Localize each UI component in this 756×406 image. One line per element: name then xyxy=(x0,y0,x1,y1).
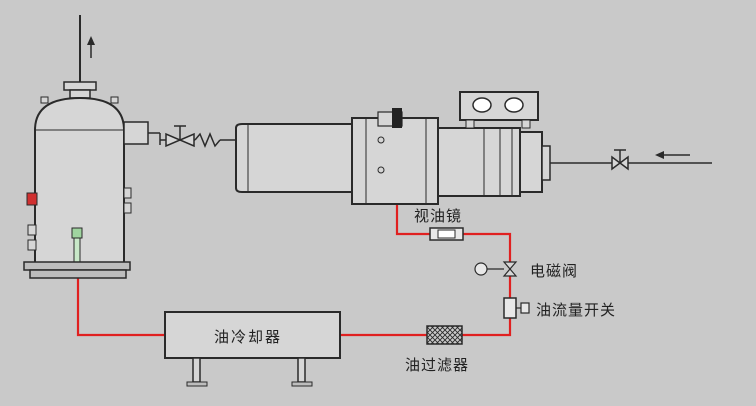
discharge-valve-icon xyxy=(165,125,195,148)
label-oil-cooler: 油冷却器 xyxy=(214,328,282,346)
oil-line-sightglass-to-compressor xyxy=(395,200,430,236)
suction-valve-icon xyxy=(611,149,629,171)
oil-cooler xyxy=(164,311,341,387)
oil-line-separator-to-cooler xyxy=(76,272,165,337)
separator-side-nozzle xyxy=(123,121,149,145)
compressor-terminal-box xyxy=(459,91,539,121)
oil-line-valve-to-sightglass xyxy=(463,232,512,262)
arrow-up-icon xyxy=(87,36,95,58)
screw-compressor xyxy=(235,91,560,205)
compressor-end-cap xyxy=(519,131,543,193)
oil-flow-switch xyxy=(503,297,530,319)
arrow-left-icon xyxy=(655,151,690,159)
compressor-motor xyxy=(235,123,353,193)
separator-top-flange xyxy=(63,81,97,91)
separator-indicator xyxy=(26,192,38,206)
compressor-body xyxy=(351,117,439,205)
sight-glass xyxy=(429,227,464,241)
oil-lines xyxy=(76,200,512,337)
label-oil-filter: 油过滤器 xyxy=(405,356,469,374)
label-oil-flow-switch: 油流量开关 xyxy=(536,301,616,319)
oil-filter xyxy=(426,325,463,345)
oil-line-filter-to-flowswitch xyxy=(462,318,512,337)
label-solenoid-valve: 电磁阀 xyxy=(530,262,578,280)
compressor-rotor-section xyxy=(437,127,521,197)
solenoid-valve xyxy=(474,261,518,277)
separator-base xyxy=(23,261,131,271)
oil-separator xyxy=(23,15,160,279)
label-sight-glass: 视油镜 xyxy=(414,207,462,225)
